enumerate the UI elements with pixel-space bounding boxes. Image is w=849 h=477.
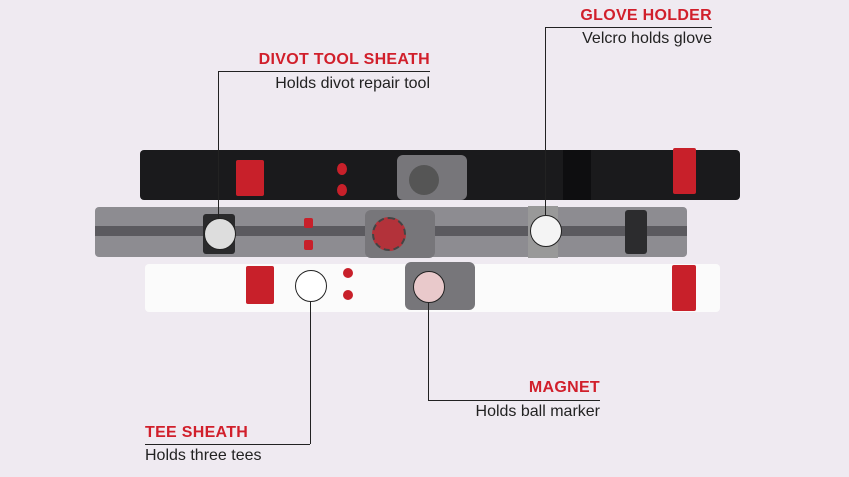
magnet-leader-h bbox=[428, 400, 600, 401]
magnet-marker bbox=[413, 271, 445, 303]
glove-desc: Velcro holds glove bbox=[582, 30, 712, 47]
tee-leader-h bbox=[145, 444, 310, 445]
grey-belt-magnet bbox=[372, 217, 406, 251]
glove-marker bbox=[530, 215, 562, 247]
tee-icon bbox=[343, 290, 353, 300]
glove-leader-h bbox=[545, 27, 712, 28]
glove-title: GLOVE HOLDER bbox=[580, 7, 712, 24]
tee-icon bbox=[304, 218, 313, 228]
divot-title: DIVOT TOOL SHEATH bbox=[258, 51, 430, 68]
black-belt-tee-sheath bbox=[236, 160, 264, 196]
divot-leader-h bbox=[218, 71, 430, 72]
divot-desc: Holds divot repair tool bbox=[275, 75, 430, 92]
divot-leader-v bbox=[218, 71, 219, 219]
divot-marker bbox=[204, 218, 236, 250]
tee-marker bbox=[295, 270, 327, 302]
tee-leader-v bbox=[310, 301, 311, 444]
white-belt-tab bbox=[672, 265, 696, 311]
tee-icon bbox=[337, 184, 347, 196]
grey-belt-keeper bbox=[625, 210, 647, 254]
magnet-title: MAGNET bbox=[528, 379, 600, 396]
black-belt-tab bbox=[673, 148, 696, 194]
tee-icon bbox=[337, 163, 347, 175]
white-belt-tee-sheath bbox=[246, 266, 274, 304]
tee-title: TEE SHEATH bbox=[145, 424, 249, 441]
glove-leader-v bbox=[545, 27, 546, 215]
magnet-desc: Holds ball marker bbox=[475, 403, 600, 420]
magnet-leader-v bbox=[428, 302, 429, 400]
black-belt-magnet bbox=[409, 165, 439, 195]
tee-desc: Holds three tees bbox=[145, 447, 262, 464]
black-belt-loop bbox=[563, 150, 591, 200]
tee-icon bbox=[343, 268, 353, 278]
tee-icon bbox=[304, 240, 313, 250]
